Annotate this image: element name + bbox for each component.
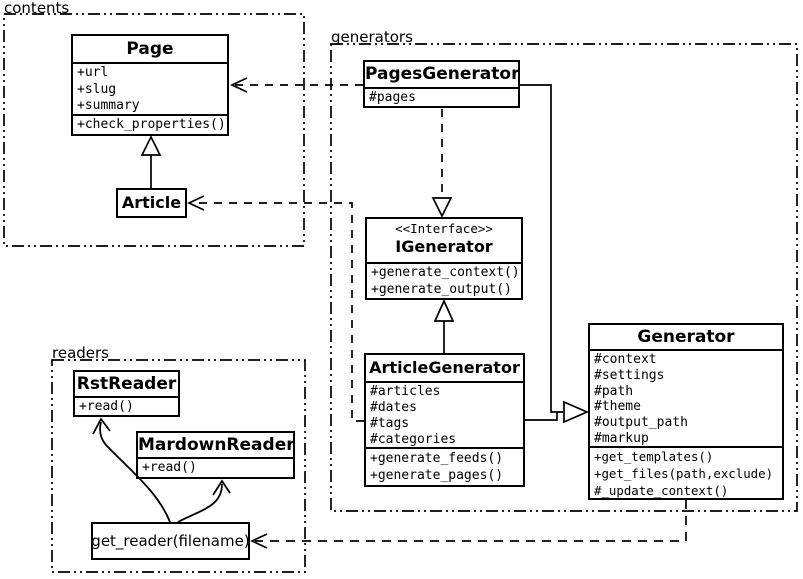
attribute: #pages	[369, 90, 416, 105]
class-mardownreader-methods: +read()	[138, 457, 293, 476]
node-getreader: get_reader(filename)	[91, 522, 250, 560]
class-mardownreader: MardownReader +read()	[136, 431, 295, 479]
method: +get_templates()	[594, 449, 714, 464]
attribute: +url	[77, 65, 109, 80]
realization-pagesgenerator-igenerator	[431, 109, 453, 218]
generalization-generators-generator	[520, 84, 590, 424]
dependency-pagesgenerator-page	[229, 77, 363, 93]
arrow-getreader-mardownreader	[177, 479, 231, 523]
generalization-article-page	[140, 135, 162, 188]
method: +generate_context()	[371, 265, 520, 280]
attribute: #markup	[594, 430, 649, 446]
class-igenerator-methods: +generate_context() +generate_output()	[367, 262, 521, 298]
class-page-attributes: +url +slug +summary	[73, 62, 227, 114]
class-rstreader: RstReader +read()	[73, 370, 180, 417]
method: +get_files(path,exclude)	[594, 465, 774, 481]
method: +generate_output()	[371, 281, 512, 297]
class-page-methods: +check_properties()	[73, 114, 227, 134]
dependency-generator-getreader	[249, 500, 687, 549]
package-label-contents: contents	[4, 0, 70, 17]
method: #_update_context()	[594, 482, 729, 498]
attribute: #context	[594, 352, 657, 367]
class-page-title: Page	[126, 39, 174, 59]
class-article-title: Article	[121, 193, 182, 212]
class-rstreader-title: RstReader	[76, 374, 177, 394]
attribute: #settings	[594, 367, 665, 383]
class-pagesgenerator-title: PagesGenerator	[365, 64, 518, 84]
class-pagesgenerator: PagesGenerator #pages	[363, 60, 520, 108]
class-articlegenerator: ArticleGenerator #articles #dates #tags …	[364, 353, 525, 487]
class-articlegenerator-methods: +generate_feeds() +generate_pages()	[366, 447, 523, 484]
method: +generate_feeds()	[370, 451, 504, 466]
class-page: Page +url +slug +summary +check_properti…	[71, 34, 229, 136]
attribute: #articles	[370, 384, 441, 399]
class-generator-title: Generator	[637, 327, 735, 347]
attribute: #output_path	[594, 415, 688, 431]
attribute: #categories	[370, 432, 457, 447]
method: +read()	[79, 399, 134, 414]
method: +generate_pages()	[370, 468, 504, 483]
class-pagesgenerator-attributes: #pages	[365, 87, 518, 107]
class-name: IGenerator	[395, 237, 493, 256]
attribute: +summary	[77, 98, 140, 113]
class-generator: Generator #context #settings #path #them…	[588, 323, 784, 500]
package-label-generators: generators	[331, 28, 413, 46]
class-articlegenerator-attributes: #articles #dates #tags #categories	[366, 381, 523, 447]
attribute: #theme	[594, 399, 641, 415]
attribute: #tags	[370, 416, 410, 431]
stereotype: <<Interface>>	[395, 221, 493, 236]
attribute: #path	[594, 383, 634, 399]
method: +read()	[142, 460, 197, 475]
generalization-articlegenerator-igenerator	[433, 298, 455, 353]
class-generator-attributes: #context #settings #path #theme #output_…	[590, 349, 782, 446]
dependency-articlegenerator-article	[186, 195, 364, 422]
attribute: #dates	[370, 400, 417, 415]
class-igenerator: <<Interface>> IGenerator +generate_conte…	[365, 217, 523, 300]
class-rstreader-methods: +read()	[75, 396, 178, 414]
node-getreader-label: get_reader(filename)	[91, 532, 250, 550]
attribute: +slug	[77, 81, 117, 97]
class-articlegenerator-title: ArticleGenerator	[369, 358, 520, 377]
class-mardownreader-title: MardownReader	[138, 435, 293, 455]
class-article: Article	[116, 188, 187, 218]
package-label-readers: readers	[52, 344, 109, 362]
method: +check_properties()	[77, 117, 226, 132]
class-generator-methods: +get_templates() +get_files(path,exclude…	[590, 446, 782, 499]
class-igenerator-title: <<Interface>> IGenerator	[367, 219, 521, 262]
